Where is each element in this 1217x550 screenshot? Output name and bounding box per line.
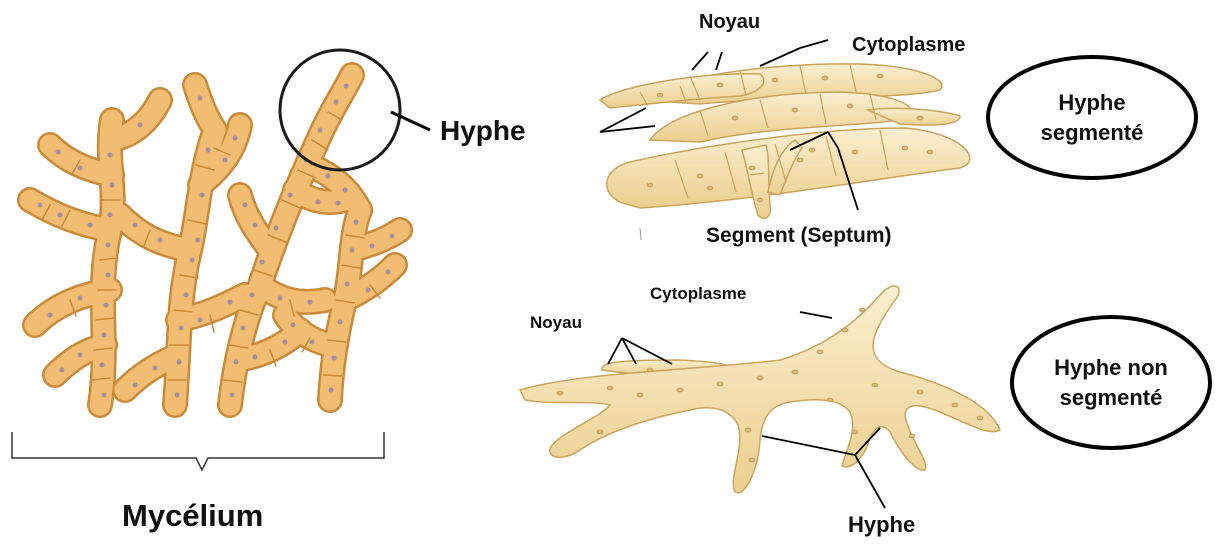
hyphe-label: Hyphe xyxy=(440,117,526,145)
noyau-bottom-label: Noyau xyxy=(530,314,582,331)
cytoplasme-top-label: Cytoplasme xyxy=(852,35,965,55)
segmented-oval-line2: segmenté xyxy=(1041,120,1144,145)
non-segmented-hyphe-oval: Hyphe non segmenté xyxy=(1010,315,1212,450)
mycelium-brace xyxy=(12,432,384,470)
non-segmented-oval-line2: segmenté xyxy=(1060,385,1163,410)
non-segmented-oval-line1: Hyphe non xyxy=(1054,355,1168,380)
segmented-oval-line1: Hyphe xyxy=(1058,90,1125,115)
hyphe-bottom-label: Hyphe xyxy=(848,514,915,536)
mycelium-illustration xyxy=(30,75,400,405)
non-segmented-hyphae-illustration xyxy=(520,286,1000,493)
mycelium-label: Mycélium xyxy=(122,500,263,531)
segmented-hyphae-illustration xyxy=(600,64,970,219)
segmented-hyphe-oval: Hyphe segmenté xyxy=(986,55,1198,180)
noyau-top-label: Noyau xyxy=(699,12,760,32)
segment-septum-label: Segment (Septum) xyxy=(706,225,892,246)
stray-mark xyxy=(640,228,641,240)
cytoplasme-bottom-label: Cytoplasme xyxy=(650,285,746,302)
